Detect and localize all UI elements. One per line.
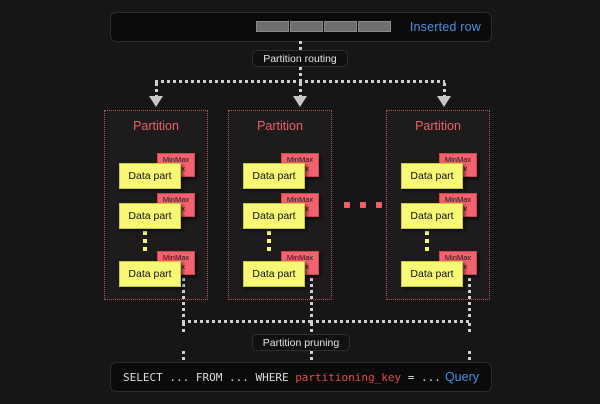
data-part-block: Data part [243, 163, 305, 189]
pruning-to-query-1 [310, 351, 313, 362]
vertical-ellipsis [267, 231, 271, 251]
data-part-block: Data part [119, 261, 181, 287]
ellipsis-dot [143, 239, 147, 243]
ellipsis-dot [143, 247, 147, 251]
minmax-index-line1: MinMax [286, 155, 314, 165]
pruning-riser-0 [182, 272, 185, 320]
ellipsis-dot [267, 239, 271, 243]
ellipsis-dot [360, 202, 366, 208]
ellipsis-dot [425, 247, 429, 251]
data-part-block: Data part [119, 163, 181, 189]
pruning-bus-left [182, 320, 312, 323]
vertical-ellipsis [425, 231, 429, 251]
partition-title: Partition [133, 119, 179, 133]
partition-box-1: Partition MinMax index Data part MinMax … [228, 110, 332, 300]
minmax-index-line1: MinMax [444, 253, 472, 263]
ellipsis-dot [143, 231, 147, 235]
ellipsis-dot [376, 202, 382, 208]
routing-connector-bottom [299, 67, 302, 80]
partition-box-2: Partition MinMax index Data part MinMax … [386, 110, 490, 300]
pruning-drop-1 [310, 323, 313, 334]
minmax-index-line1: MinMax [162, 155, 190, 165]
minmax-index-line1: MinMax [286, 253, 314, 263]
data-part-block: Data part [243, 203, 305, 229]
pruning-drop-2 [468, 323, 471, 334]
partition-title: Partition [257, 119, 303, 133]
routing-bus-line [155, 80, 445, 83]
query-bar: SELECT ... FROM ... WHERE partitioning_k… [110, 362, 492, 392]
vertical-ellipsis [143, 231, 147, 251]
ellipsis-dot [425, 239, 429, 243]
data-part-block: Data part [401, 203, 463, 229]
routing-drop-0 [155, 83, 158, 97]
partition-pruning-label: Partition pruning [252, 334, 350, 351]
minmax-index-line1: MinMax [162, 195, 190, 205]
inserted-row-label: Inserted row [409, 20, 481, 34]
query-prefix-text: SELECT ... FROM ... WHERE [123, 370, 296, 384]
data-part-block: Data part [243, 261, 305, 287]
ellipsis-dot [344, 202, 350, 208]
query-label: Query [444, 370, 479, 384]
minmax-index-line1: MinMax [286, 195, 314, 205]
query-partitioning-key: partitioning_key [295, 370, 402, 384]
query-suffix-text: = ... [401, 370, 441, 384]
inserted-row-bar: Inserted row [110, 12, 492, 42]
routing-drop-1 [299, 83, 302, 97]
ellipsis-dot [267, 247, 271, 251]
row-cell [358, 21, 391, 32]
pruning-to-query-0 [182, 351, 185, 362]
data-part-block: Data part [119, 203, 181, 229]
minmax-index-line1: MinMax [162, 253, 190, 263]
ellipsis-dot [267, 231, 271, 235]
minmax-index-line1: MinMax [444, 195, 472, 205]
routing-arrow-down-1 [293, 96, 307, 107]
partition-box-0: Partition MinMax index Data part MinMax … [104, 110, 208, 300]
ellipsis-dot [425, 231, 429, 235]
routing-arrow-down-0 [149, 96, 163, 107]
routing-connector-top [299, 41, 302, 51]
pruning-riser-2 [468, 272, 471, 320]
pruning-riser-1 [310, 272, 313, 320]
inserted-row-cells [256, 21, 391, 32]
row-cell [256, 21, 289, 32]
pruning-to-query-2 [468, 351, 471, 362]
partition-routing-label: Partition routing [252, 50, 348, 67]
data-part-block: Data part [401, 163, 463, 189]
row-cell [324, 21, 357, 32]
pruning-bus-right [310, 320, 471, 323]
routing-drop-2 [443, 83, 446, 97]
data-part-block: Data part [401, 261, 463, 287]
row-cell [290, 21, 323, 32]
pruning-drop-0 [182, 323, 185, 334]
minmax-index-line1: MinMax [444, 155, 472, 165]
routing-arrow-down-2 [437, 96, 451, 107]
horizontal-ellipsis [344, 202, 382, 208]
partition-title: Partition [415, 119, 461, 133]
